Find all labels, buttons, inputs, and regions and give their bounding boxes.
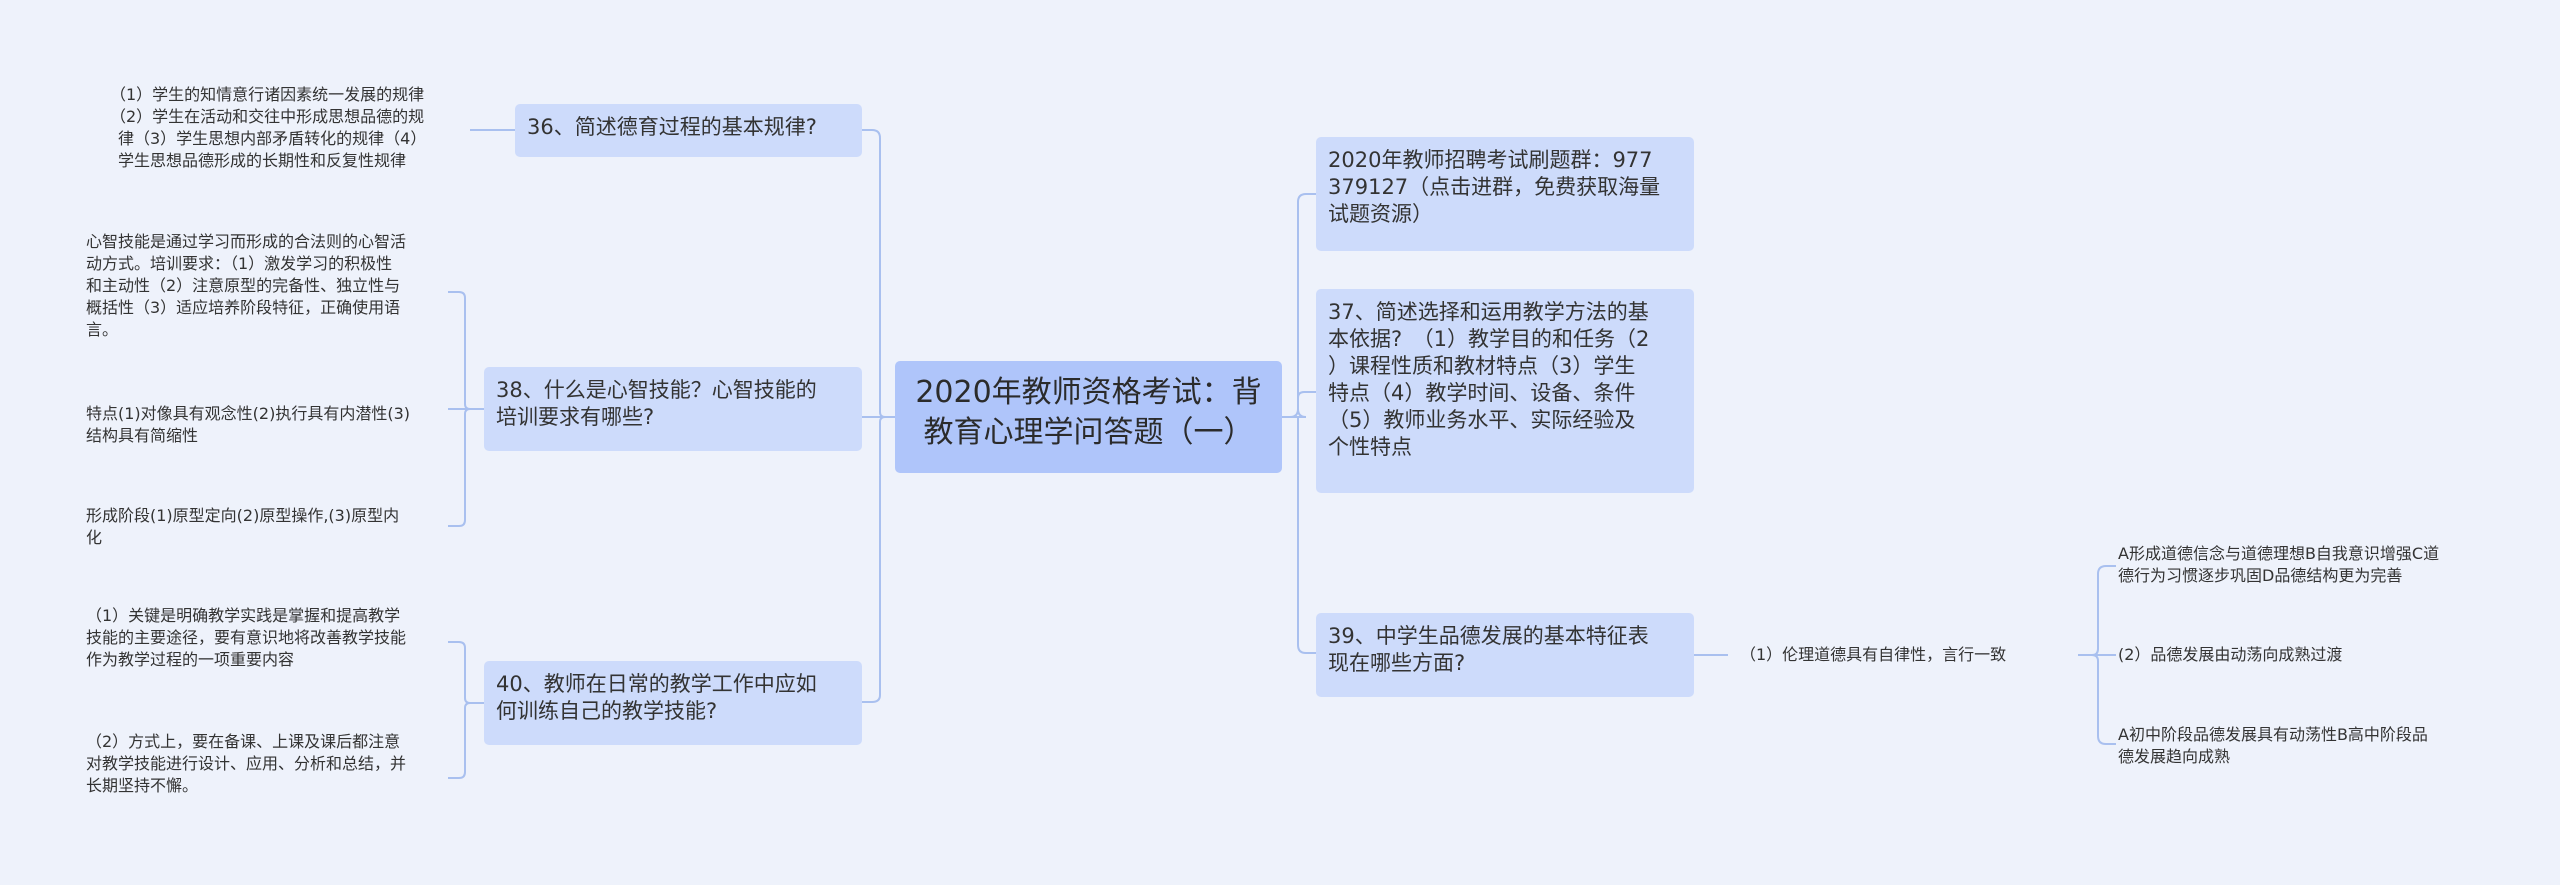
branch-39-leaf-b[interactable]: A初中阶段品德发展具有动荡性B高中阶段品 德发展趋向成熟 (2118, 725, 2428, 766)
branch-38-leaf-features[interactable]: 特点(1)对像具有观念性(2)执行具有内潜性(3) 结构具有简缩性 (86, 404, 410, 445)
connector-child-leaves (2078, 565, 2116, 745)
branch-39-topic[interactable]: 39、中学生品德发展的基本特征表 现在哪些方面? (1316, 613, 1694, 697)
connector-40-leaves (448, 641, 484, 779)
branch-exam-group[interactable]: 2020年教师招聘考试刷题群：977 379127（点击进群，免费获取海量 试题… (1316, 137, 1694, 251)
connector-root-36 (862, 129, 895, 418)
branch-40-leaf-method[interactable]: （2）方式上，要在备课、上课及课后都注意 对教学技能进行设计、应用、分析和总结，… (86, 732, 407, 795)
branch-39-leaf-2[interactable]: (2）品德发展由动荡向成熟过渡 (2118, 645, 2343, 664)
branch-40-topic[interactable]: 40、教师在日常的教学工作中应如 何训练自己的教学技能? (484, 661, 862, 745)
branch-39-leaf-a[interactable]: A形成道德信念与道德理想B自我意识增强C道 德行为习惯逐步巩固D品德结构更为完善 (2118, 544, 2440, 585)
connector-root-40 (862, 416, 895, 703)
branch-38-leaf-definition[interactable]: 心智技能是通过学习而形成的合法则的心智活 动方式。培训要求：（1）激发学习的积极… (86, 232, 407, 339)
connector-38-leaves (448, 291, 484, 527)
branch-36-topic[interactable]: 36、简述德育过程的基本规律? (515, 104, 862, 157)
connector-root-right (1282, 193, 1316, 654)
root-topic[interactable]: 2020年教师资格考试：背 教育心理学问答题（一） (895, 361, 1282, 473)
branch-38-leaf-stages[interactable]: 形成阶段(1)原型定向(2)原型操作,(3)原型内 化 (86, 506, 400, 547)
branch-38-topic[interactable]: 38、什么是心智技能？心智技能的 培训要求有哪些? (484, 367, 862, 451)
branch-39-child[interactable]: （1）伦理道德具有自律性，言行一致 (1740, 645, 2007, 664)
branch-36-leaf[interactable]: （1）学生的知情意行诸因素统一发展的规律 （2）学生在活动和交往中形成思想品德的… (118, 85, 427, 170)
branch-40-leaf-key[interactable]: （1）关键是明确教学实践是掌握和提高教学 技能的主要途径，要有意识地将改善教学技… (86, 606, 407, 669)
branch-37-topic[interactable]: 37、简述选择和运用教学方法的基 本依据? （1）教学目的和任务（2 ）课程性质… (1316, 289, 1694, 493)
